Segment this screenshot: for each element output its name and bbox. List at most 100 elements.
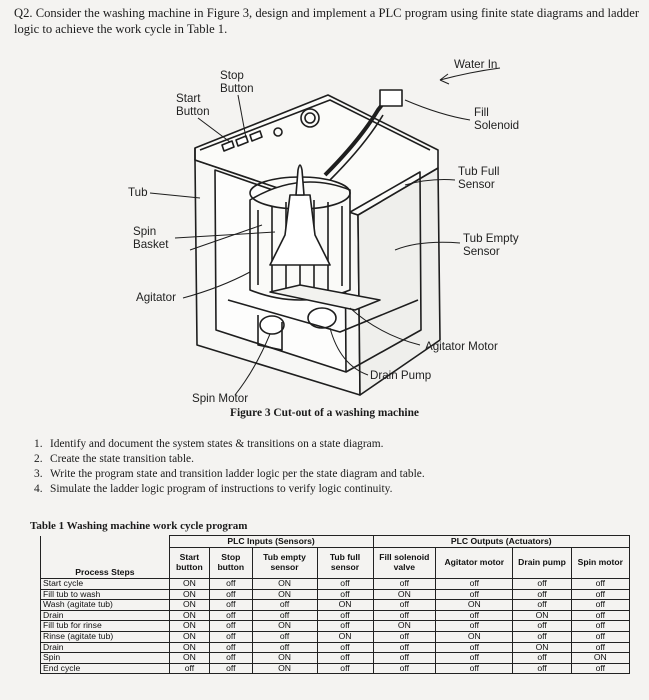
column-header: Start button <box>168 547 211 579</box>
label-tub: Tub <box>128 186 148 199</box>
value-cell: off <box>570 630 631 643</box>
process-step-cell: Drain <box>40 641 170 654</box>
task-item: 3.Write the program state and transition… <box>34 468 425 480</box>
process-step-cell: Start cycle <box>40 578 170 590</box>
process-steps-header: Process Steps <box>40 547 170 579</box>
value-cell: off <box>251 609 318 622</box>
column-header: Agitator motor <box>435 547 514 579</box>
value-cell: ON <box>435 599 514 611</box>
value-cell: off <box>372 578 437 590</box>
value-cell: off <box>512 578 572 590</box>
value-cell: ON <box>316 630 374 643</box>
value-cell: off <box>372 652 437 664</box>
task-list: 1.Identify and document the system state… <box>34 437 634 497</box>
inputs-group-header: PLC Inputs (Sensors) <box>168 535 374 548</box>
value-cell: off <box>316 578 374 590</box>
value-cell: off <box>251 630 318 643</box>
agitator-shape <box>269 194 331 266</box>
value-cell: ON <box>251 578 318 590</box>
value-cell: off <box>372 599 437 611</box>
value-cell: off <box>251 599 318 611</box>
column-header: Drain pump <box>512 547 572 579</box>
value-cell: ON <box>251 662 318 675</box>
value-cell: off <box>570 588 631 601</box>
value-cell: off <box>372 609 437 622</box>
value-cell: ON <box>168 599 211 611</box>
label-tub-empty-sensor: Tub Empty Sensor <box>463 232 519 258</box>
value-cell: off <box>209 609 253 622</box>
value-cell: off <box>435 652 514 664</box>
value-cell: off <box>316 652 374 664</box>
drain-pump-shape <box>307 307 337 329</box>
value-cell: off <box>570 578 631 590</box>
start-button-shape <box>221 140 235 152</box>
column-header: Tub empty sensor <box>251 547 318 579</box>
value-cell: ON <box>512 609 572 622</box>
column-header: Stop button <box>209 547 253 579</box>
label-fill-solenoid: Fill Solenoid <box>474 106 520 132</box>
value-cell: off <box>435 662 514 675</box>
value-cell: ON <box>512 641 572 654</box>
value-cell: off <box>209 641 253 654</box>
value-cell: off <box>435 609 514 622</box>
figure-caption: Figure 3 Cut-out of a washing machine <box>229 407 419 419</box>
value-cell: off <box>316 588 374 601</box>
value-cell: off <box>570 620 631 632</box>
value-cell: off <box>316 662 374 675</box>
label-stop-button: Stop Button <box>220 69 254 95</box>
value-cell: ON <box>251 588 318 601</box>
process-step-cell: Wash (agitate tub) <box>40 599 170 611</box>
value-cell: off <box>316 620 374 632</box>
table-caption: Table 1 Washing machine work cycle progr… <box>30 520 248 532</box>
process-step-cell: Fill tub to wash <box>40 588 170 601</box>
value-cell: off <box>209 662 253 675</box>
value-cell: off <box>570 641 631 654</box>
value-cell: off <box>316 609 374 622</box>
value-cell: off <box>435 578 514 590</box>
value-cell: off <box>512 662 572 675</box>
label-water-in: Water In <box>454 58 498 71</box>
process-step-cell: Rinse (agitate tub) <box>40 630 170 643</box>
value-cell: off <box>209 652 253 664</box>
value-cell: ON <box>372 588 437 601</box>
task-item: 1.Identify and document the system state… <box>34 438 384 450</box>
outputs-group-header: PLC Outputs (Actuators) <box>372 535 630 548</box>
value-cell: off <box>168 662 211 675</box>
value-cell: off <box>512 588 572 601</box>
work-cycle-table: PLC Inputs (Sensors) PLC Outputs (Actuat… <box>40 535 631 690</box>
value-cell: ON <box>168 620 211 632</box>
value-cell: off <box>570 599 631 611</box>
value-cell: ON <box>251 652 318 664</box>
value-cell: off <box>209 599 253 611</box>
value-cell: off <box>512 652 572 664</box>
fill-pipe <box>323 90 394 177</box>
value-cell: ON <box>168 630 211 643</box>
value-cell: ON <box>372 620 437 632</box>
value-cell: off <box>209 588 253 601</box>
value-cell: off <box>251 641 318 654</box>
value-cell: off <box>570 609 631 622</box>
value-cell: off <box>435 620 514 632</box>
fill-solenoid-shape <box>379 89 403 107</box>
header-blank <box>40 535 170 548</box>
value-cell: off <box>570 662 631 675</box>
column-header: Tub full sensor <box>316 547 374 579</box>
question-text: Q2. Consider the washing machine in Figu… <box>14 6 640 36</box>
process-step-cell: Drain <box>40 609 170 622</box>
value-cell: off <box>209 578 253 590</box>
value-cell: ON <box>435 630 514 643</box>
column-header: Spin motor <box>570 547 631 579</box>
value-cell: off <box>512 599 572 611</box>
agitator-motor-shape <box>269 284 381 311</box>
stop-button-shape <box>235 135 249 147</box>
label-tub-full-sensor: Tub Full Sensor <box>458 165 500 191</box>
